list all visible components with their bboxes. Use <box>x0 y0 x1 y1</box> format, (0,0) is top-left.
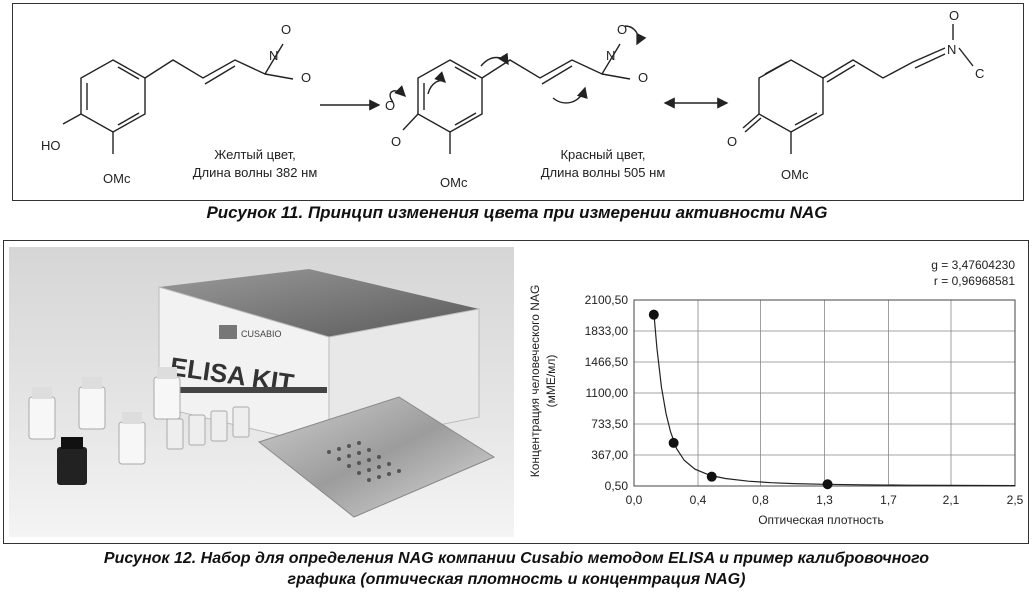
y-axis-title: Концентрация человеческого NAG <box>528 285 542 478</box>
data-points <box>648 309 833 490</box>
microplate-foil <box>257 396 496 518</box>
y-tick-label: 1833,00 <box>585 324 629 338</box>
reagent-bottles <box>28 367 250 485</box>
chart-stat-r: r = 0,96968581 <box>934 274 1015 288</box>
data-point <box>706 471 717 482</box>
fit-curve <box>653 312 1016 487</box>
figure-12-caption-line-2: графика (оптическая плотность и концентр… <box>287 571 746 588</box>
methoxy-label: OMc <box>781 167 809 182</box>
nitronate-o-label: O <box>949 8 959 23</box>
x-axis-title: Оптическая плотность <box>758 513 884 527</box>
y-tick-label: 0,50 <box>605 479 629 493</box>
ring-o-label: O <box>391 134 401 149</box>
nitronate-c-label: C <box>975 66 984 81</box>
chart-stat-g: g = 3,47604230 <box>931 258 1015 272</box>
methoxy-label: OMc <box>103 171 131 186</box>
x-tick-label: 2,1 <box>943 493 960 507</box>
data-point <box>668 437 679 448</box>
x-tick-label: 1,7 <box>880 493 897 507</box>
y-tick-label: 1466,50 <box>585 355 629 369</box>
wavelength-382-note: Длина волны 382 нм <box>193 165 318 180</box>
kit-box-top <box>159 269 479 337</box>
calibration-chart: g = 3,47604230 r = 0,96968581 0,50 367,00… <box>528 258 1024 527</box>
nitronate-n-label: N <box>947 42 956 57</box>
nitro-o-label: O <box>638 70 648 85</box>
brand-label: CUSABIO <box>241 329 282 339</box>
figure-11-caption: Рисунок 11. Принцип изменения цвета при … <box>206 203 828 222</box>
nitro-o-label: O <box>301 70 311 85</box>
methoxy-label: OMc <box>440 175 468 190</box>
reaction-scheme: HO OMc N O O Желтый цвет, Длина волны 38… <box>41 8 984 190</box>
wavelength-505-note: Длина волны 505 нм <box>541 165 666 180</box>
x-tick-label: 0,8 <box>752 493 769 507</box>
microplate-wells <box>327 441 401 482</box>
y-axis-ticks: 0,50 367,00 733,50 1100,00 1466,50 1833,00 210… <box>585 293 629 493</box>
molecule-phenolate <box>389 25 647 154</box>
molecule-nitrostyrene-phenol <box>62 43 294 154</box>
nitro-o-label: O <box>617 22 627 37</box>
quinone-o-label: O <box>727 134 737 149</box>
y-tick-label: 367,00 <box>591 448 628 462</box>
x-tick-label: 2,5 <box>1007 493 1024 507</box>
figure-12-frame: CUSABIO ELISA KIT g = 3,47604230 r = 0,9 <box>3 240 1029 544</box>
molecule-quinoid <box>742 24 974 154</box>
chart-grid <box>633 299 1016 487</box>
figure-12-caption-line-1: Рисунок 12. Набор для определения NAG ко… <box>103 550 930 567</box>
x-tick-label: 0,4 <box>690 493 707 507</box>
red-color-note: Красный цвет, <box>560 147 645 162</box>
y-axis-title-units: (мМЕ/мл) <box>544 355 558 408</box>
yellow-color-note: Желтый цвет, <box>214 147 296 162</box>
ho-label: HO <box>41 138 61 153</box>
nitro-o-label: O <box>281 22 291 37</box>
nitro-n-label: N <box>269 48 278 63</box>
nitro-n-label: N <box>606 48 615 63</box>
x-axis-ticks: 0,0 0,4 0,8 1,3 1,7 2,1 2,5 <box>626 493 1024 507</box>
y-tick-label: 1100,00 <box>586 386 629 400</box>
anion-o-label: O <box>385 98 395 113</box>
elisa-kit-photo: CUSABIO ELISA KIT <box>9 247 514 537</box>
x-tick-label: 0,0 <box>626 493 643 507</box>
y-tick-label: 2100,50 <box>585 293 629 307</box>
brand-logo-icon <box>219 325 237 339</box>
data-point <box>648 309 659 320</box>
data-point <box>822 479 833 490</box>
figure-11-frame: HO OMc N O O Желтый цвет, Длина волны 38… <box>12 3 1024 201</box>
x-tick-label: 1,3 <box>816 493 833 507</box>
y-tick-label: 733,50 <box>591 417 628 431</box>
